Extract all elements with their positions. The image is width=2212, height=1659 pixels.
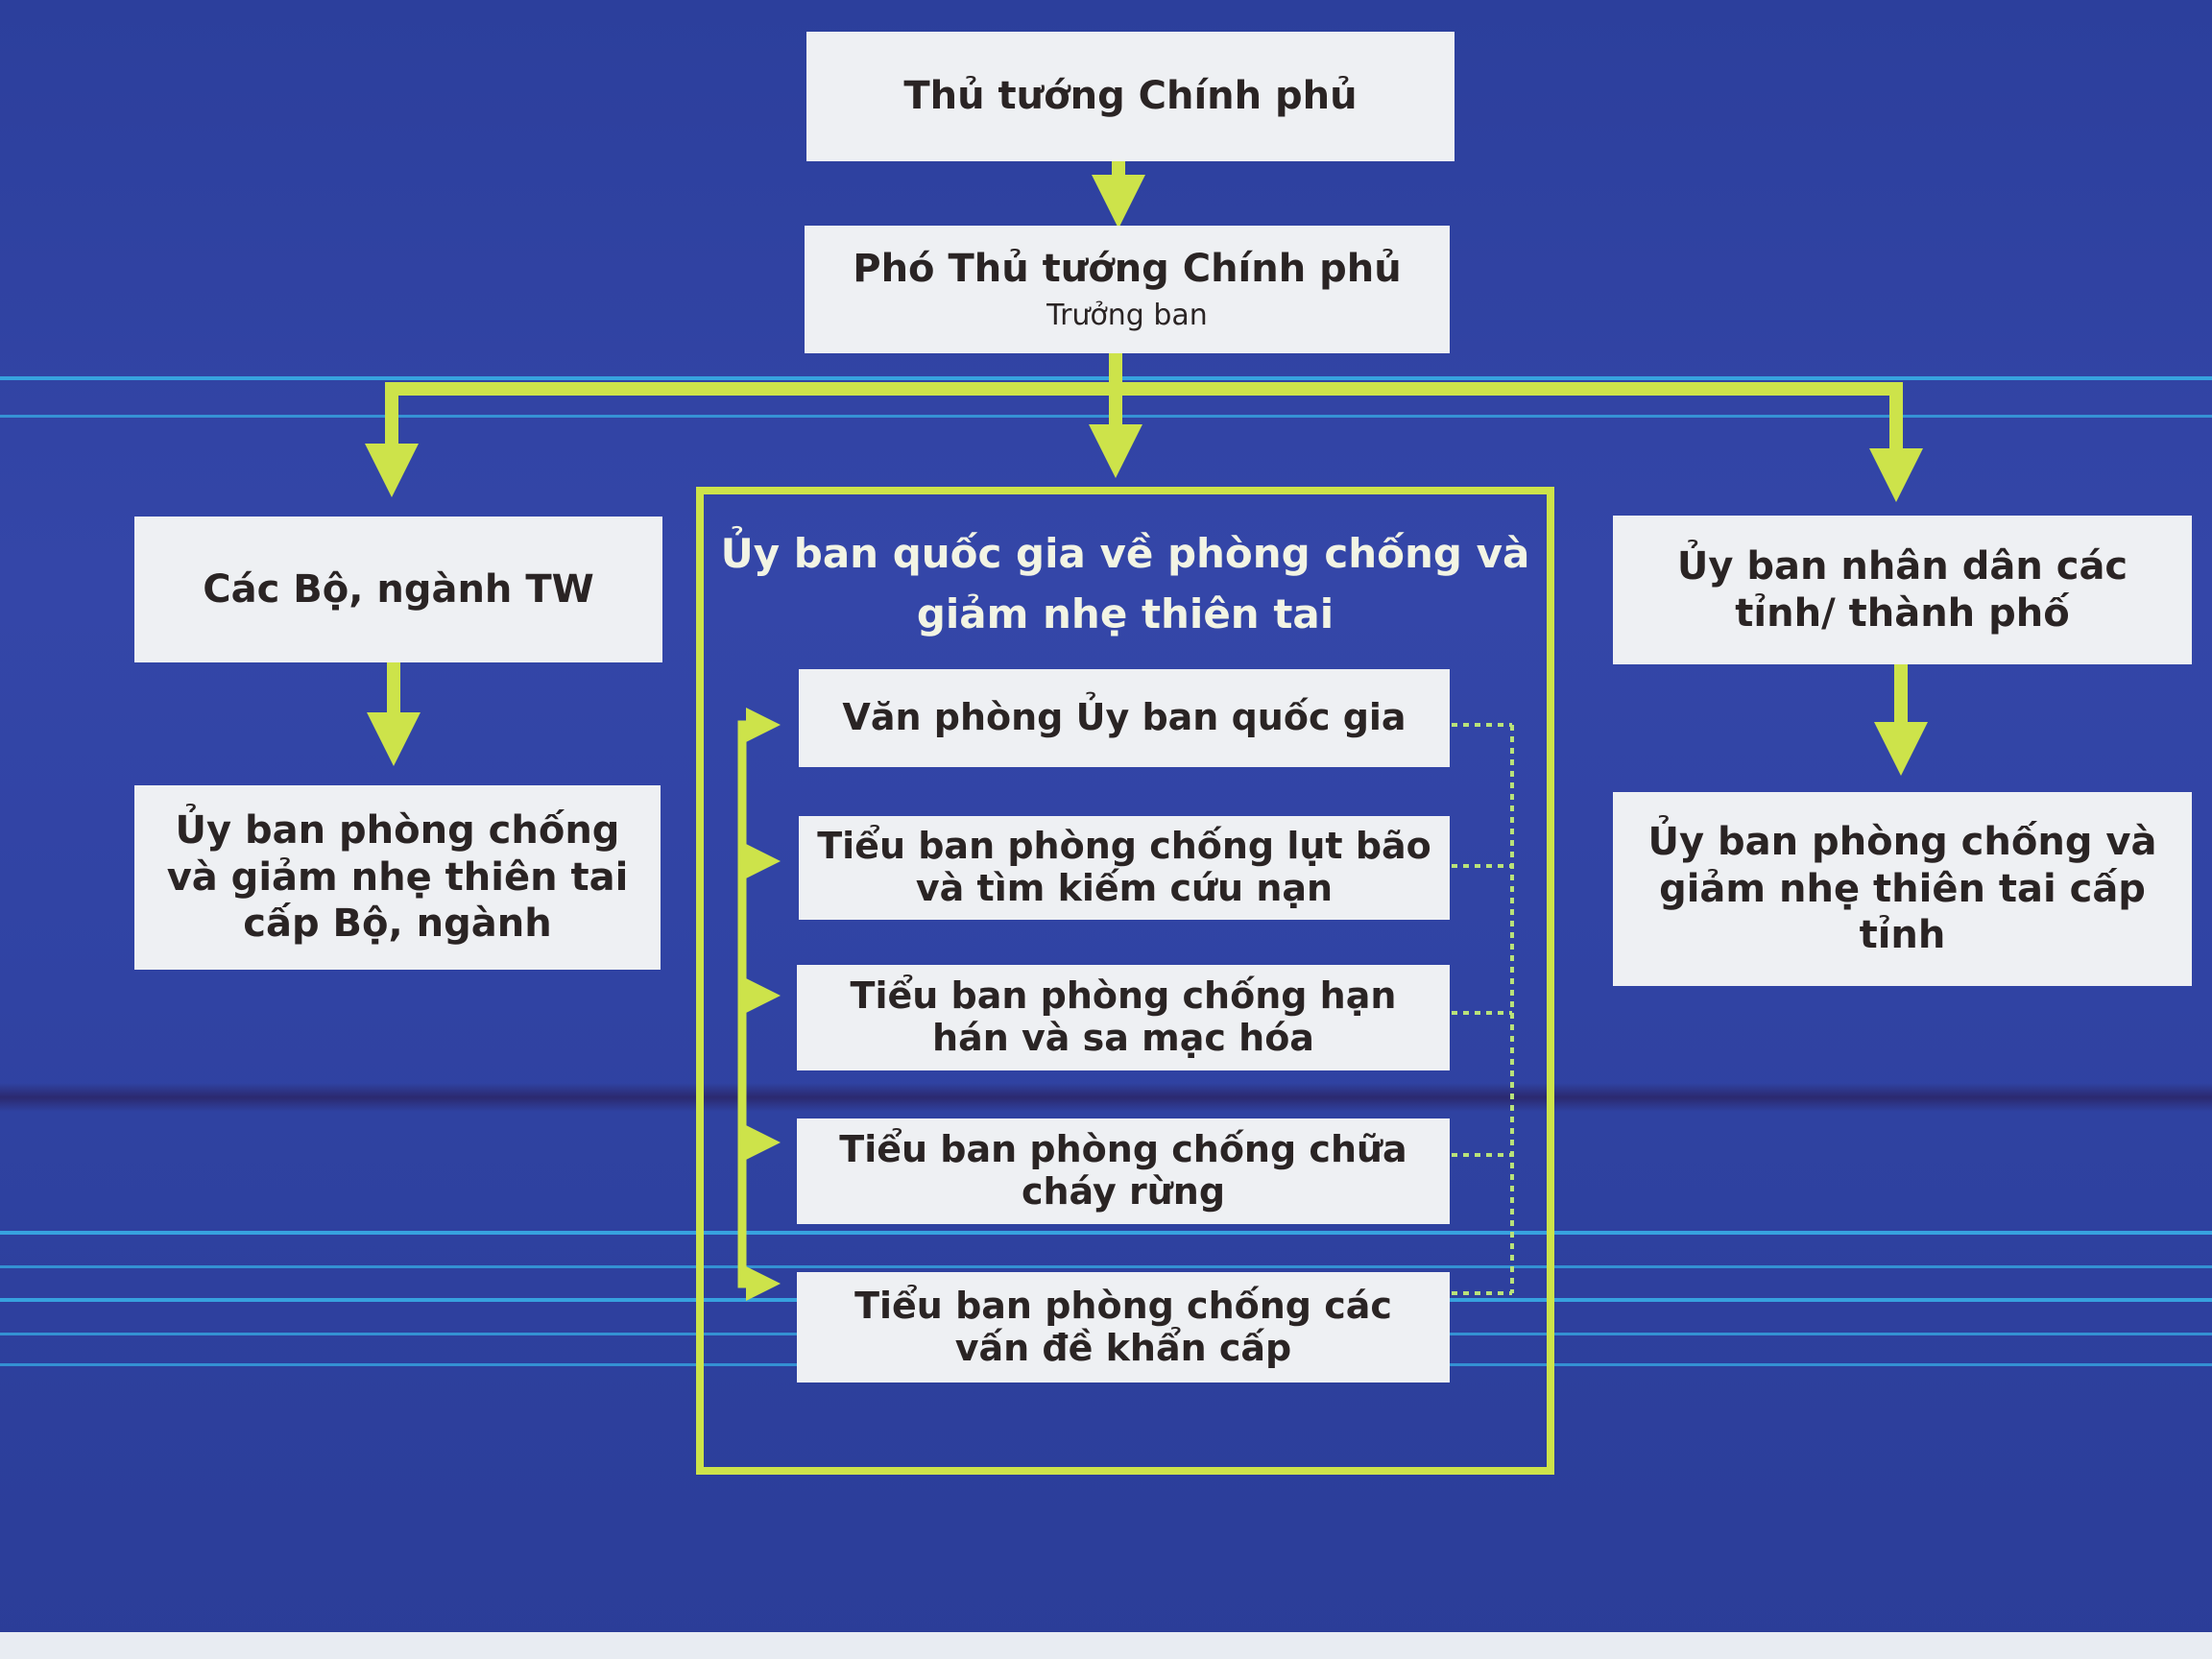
deputy-pm-box: Phó Thủ tướng Chính phủ Trưởng ban bbox=[805, 226, 1450, 353]
deputy-pm-role: Trưởng ban bbox=[1046, 298, 1208, 332]
national-committee-frame bbox=[696, 487, 1554, 1475]
unit-box: Tiểu ban phòng chống lụt bão và tìm kiếm… bbox=[799, 816, 1450, 920]
unit-box: Tiểu ban phòng chống các vấn đề khẩn cấp bbox=[797, 1272, 1450, 1382]
ministry-committee-label: Ủy ban phòng chống và giảm nhẹ thiên tai… bbox=[166, 807, 629, 947]
national-committee-title: Ủy ban quốc gia về phòng chống và giảm n… bbox=[720, 530, 1530, 637]
bg-stripe bbox=[0, 1083, 2212, 1112]
ministries-box: Các Bộ, ngành TW bbox=[134, 517, 662, 662]
ministry-committee-box: Ủy ban phòng chống và giảm nhẹ thiên tai… bbox=[134, 785, 661, 970]
prime-minister-label: Thủ tướng Chính phủ bbox=[903, 74, 1358, 119]
unit-label: Tiểu ban phòng chống chữa cháy rừng bbox=[839, 1128, 1407, 1213]
bg-stripe bbox=[0, 1265, 2212, 1268]
provinces-box: Ủy ban nhân dân các tỉnh/ thành phố bbox=[1613, 516, 2192, 664]
unit-label: Tiểu ban phòng chống hạn hán và sa mạc h… bbox=[850, 974, 1397, 1059]
ministries-label: Các Bộ, ngành TW bbox=[203, 566, 594, 612]
provinces-label: Ủy ban nhân dân các tỉnh/ thành phố bbox=[1676, 543, 2128, 636]
deputy-pm-label: Phó Thủ tướng Chính phủ bbox=[853, 246, 1402, 291]
bg-stripe bbox=[0, 376, 2212, 380]
prime-minister-box: Thủ tướng Chính phủ bbox=[806, 32, 1455, 161]
unit-box: Văn phòng Ủy ban quốc gia bbox=[799, 669, 1450, 767]
unit-box: Tiểu ban phòng chống hạn hán và sa mạc h… bbox=[797, 965, 1450, 1070]
bg-stripe bbox=[0, 1231, 2212, 1235]
unit-label: Tiểu ban phòng chống các vấn đề khẩn cấp bbox=[854, 1284, 1392, 1369]
unit-label: Tiểu ban phòng chống lụt bão và tìm kiếm… bbox=[817, 825, 1431, 909]
bg-stripe bbox=[0, 415, 2212, 418]
provincial-committee-label: Ủy ban phòng chống và giảm nhẹ thiên tai… bbox=[1647, 819, 2157, 958]
bottom-edge bbox=[0, 1632, 2212, 1659]
provincial-committee-box: Ủy ban phòng chống và giảm nhẹ thiên tai… bbox=[1613, 792, 2192, 986]
unit-label: Văn phòng Ủy ban quốc gia bbox=[842, 696, 1407, 739]
unit-box: Tiểu ban phòng chống chữa cháy rừng bbox=[797, 1118, 1450, 1224]
